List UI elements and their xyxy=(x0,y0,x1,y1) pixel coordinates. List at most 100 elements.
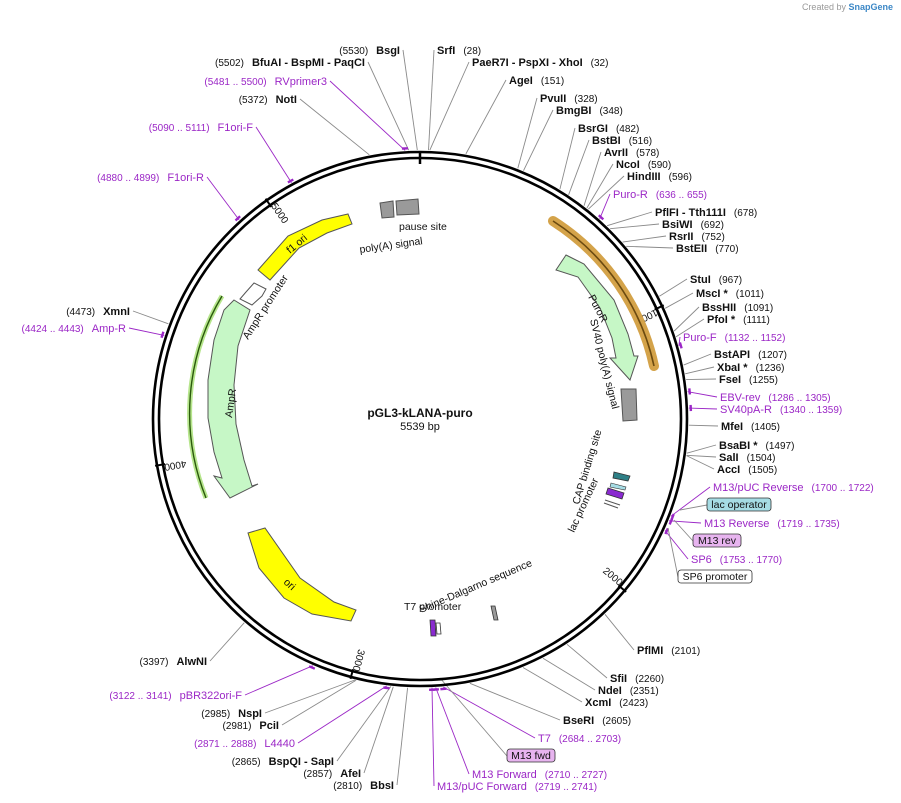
ori-arrow[interactable] xyxy=(247,527,357,622)
primer-name: SV40pA-R xyxy=(720,404,772,416)
primer-label-f1orif[interactable]: (5090 .. 5111)F1ori-F xyxy=(149,122,254,134)
boxed-feature-lac-operator[interactable]: lac operator xyxy=(706,497,772,512)
puror-arrow[interactable] xyxy=(555,254,639,381)
boxed-feature-m13-fwd[interactable]: M13 fwd xyxy=(506,748,556,763)
site-label-srfi[interactable]: SrfI(28) xyxy=(437,45,481,57)
site-label-ncoi[interactable]: NcoI(590) xyxy=(616,159,671,171)
primer-label-f1orir[interactable]: (4880 .. 4899)F1ori-R xyxy=(97,172,204,184)
site-label-bsshii[interactable]: BssHII(1091) xyxy=(702,302,773,314)
pause-site-box[interactable] xyxy=(395,198,420,216)
site-label-bspqi[interactable]: (2865)BspQI - SapI xyxy=(232,756,334,768)
primer-label-ampr[interactable]: (4424 .. 4443)Amp-R xyxy=(22,323,127,335)
primer-label-m13puc[interactable]: M13/pUC Reverse(1700 .. 1722) xyxy=(713,482,874,494)
site-label-ndei[interactable]: NdeI(2351) xyxy=(598,685,659,697)
site-label-alwni[interactable]: (3397)AlwNI xyxy=(140,656,207,668)
site-label-nspi[interactable]: (2985)NspI xyxy=(201,708,262,720)
site-label-bfuai[interactable]: (5502)BfuAI - BspMI - PaqCI xyxy=(215,57,365,69)
boxed-feature-bg xyxy=(692,533,742,548)
site-label-xbai[interactable]: XbaI *(1236) xyxy=(717,362,784,374)
boxed-feature-sp6-promoter[interactable]: SP6 promoter xyxy=(677,569,753,584)
site-label-acci[interactable]: AccI(1505) xyxy=(717,464,777,476)
site-label-pfoi[interactable]: PfoI *(1111) xyxy=(707,314,770,326)
site-label-msci[interactable]: MscI *(1011) xyxy=(696,288,764,300)
site-label-noti[interactable]: (5372)NotI xyxy=(239,94,297,106)
primer-label-m13[interactable]: M13 Reverse(1719 .. 1735) xyxy=(704,518,840,530)
site-label-stui[interactable]: StuI(967) xyxy=(690,274,742,286)
site-label-afei[interactable]: (2857)AfeI xyxy=(303,768,361,780)
boxed-feature-m13-rev[interactable]: M13 rev xyxy=(692,533,742,548)
primer-label-t7[interactable]: T7(2684 .. 2703) xyxy=(538,733,621,745)
f1-ori-arrow[interactable] xyxy=(257,213,353,281)
primer-label-sv40par[interactable]: SV40pA-R(1340 .. 1359) xyxy=(720,404,842,416)
site-position: (328) xyxy=(574,94,597,105)
site-leader-line xyxy=(132,310,169,325)
site-label-sfii[interactable]: SfiI(2260) xyxy=(610,673,664,685)
site-label-xmni[interactable]: (4473)XmnI xyxy=(66,306,130,318)
primer-label-sp6[interactable]: SP6(1753 .. 1770) xyxy=(691,554,782,566)
site-label-bbsi[interactable]: (2810)BbsI xyxy=(333,780,394,792)
sv40-polya-box[interactable] xyxy=(620,388,638,422)
primer-label-l4440[interactable]: (2871 .. 2888)L4440 xyxy=(194,738,295,750)
site-label-avrii[interactable]: AvrII(578) xyxy=(604,147,659,159)
site-label-pflmi[interactable]: PflMI(2101) xyxy=(637,645,700,657)
site-label-bstapi[interactable]: BstAPI(1207) xyxy=(714,349,787,361)
site-label-bsgi[interactable]: (5530)BsgI xyxy=(339,45,400,57)
site-position: (1111) xyxy=(743,315,770,326)
primer-label-ebvrev[interactable]: EBV-rev(1286 .. 1305) xyxy=(720,392,831,404)
enzyme-name: HindIII xyxy=(627,171,661,183)
primer-range: (2871 .. 2888) xyxy=(194,739,256,750)
site-label-bsteii[interactable]: BstEII(770) xyxy=(676,243,739,255)
site-label-sali[interactable]: SalI(1504) xyxy=(719,452,775,464)
site-label-rsrii[interactable]: RsrII(752) xyxy=(669,231,725,243)
enzyme-name: PaeR7I - PspXI - XhoI xyxy=(472,57,583,69)
site-position: (578) xyxy=(636,148,659,159)
site-label-bsabi[interactable]: BsaBI *(1497) xyxy=(719,440,794,452)
site-label-bsiwi[interactable]: BsiWI(692) xyxy=(662,219,724,231)
primer-leader-line xyxy=(329,80,406,151)
primer-label-pbr322orif[interactable]: (3122 .. 3141)pBR322ori-F xyxy=(109,690,242,702)
boxed-feature-text: M13 rev xyxy=(698,535,737,547)
site-label-bmgbi[interactable]: BmgBI(348) xyxy=(556,105,623,117)
site-label-hindiii[interactable]: HindIII(596) xyxy=(627,171,692,183)
ampr-arrow[interactable] xyxy=(207,299,259,499)
site-label-fsei[interactable]: FseI(1255) xyxy=(719,374,778,386)
site-label-bsrgi[interactable]: BsrGI(482) xyxy=(578,123,639,135)
site-label-bstbi[interactable]: BstBI(516) xyxy=(592,135,652,147)
ampr-promoter-arrow[interactable] xyxy=(239,282,267,306)
site-label-paer7i[interactable]: PaeR7I - PspXI - XhoI(32) xyxy=(472,57,608,69)
primer-label-purof[interactable]: Puro-F(1132 .. 1152) xyxy=(683,332,785,344)
site-label-pvuii[interactable]: PvuII(328) xyxy=(540,93,598,105)
site-label-agei[interactable]: AgeI(151) xyxy=(509,75,564,87)
site-label-pcii[interactable]: (2981)PciI xyxy=(223,720,279,732)
t7-promoter-box[interactable] xyxy=(429,619,437,637)
enzyme-name: BsiWI xyxy=(662,219,693,231)
polya-signal-box[interactable] xyxy=(379,200,395,219)
primer-label-m13puc[interactable]: M13/pUC Forward(2719 .. 2741) xyxy=(437,781,597,793)
puror-highlight-line xyxy=(552,220,655,367)
primer-leader-line xyxy=(670,486,711,517)
shine-dalgarno-box[interactable] xyxy=(490,605,499,621)
primer-label-m13[interactable]: M13 Forward(2710 .. 2727) xyxy=(472,769,607,781)
enzyme-name: BssHII xyxy=(702,302,736,314)
primer-range: (1753 .. 1770) xyxy=(720,555,782,566)
primer-label-puror[interactable]: Puro-R(636 .. 655) xyxy=(613,189,707,201)
enzyme-name: AfeI xyxy=(340,768,361,780)
lac-detail-line-1 xyxy=(604,499,621,506)
primer-range: (3122 .. 3141) xyxy=(109,691,171,702)
site-label-xcmi[interactable]: XcmI(2423) xyxy=(585,697,648,709)
site-leader-line xyxy=(429,61,470,151)
site-label-mfei[interactable]: MfeI(1405) xyxy=(721,421,780,433)
site-label-bseri[interactable]: BseRI(2605) xyxy=(563,715,631,727)
plasmid-size: 5539 bp xyxy=(400,421,440,433)
site-position: (348) xyxy=(599,106,622,117)
site-leader-line xyxy=(587,175,625,210)
primer-leader-line xyxy=(443,686,536,739)
site-label-pflfi[interactable]: PflFI - Tth111I(678) xyxy=(655,207,757,219)
site-leader-line xyxy=(396,687,409,786)
primer-name: RVprimer3 xyxy=(275,76,327,88)
lac-promoter-box[interactable] xyxy=(605,487,625,500)
primer-range: (5090 .. 5111) xyxy=(149,123,210,134)
primer-label-rvprimer3[interactable]: (5481 .. 5500)RVprimer3 xyxy=(204,76,327,88)
cap-binding-box[interactable] xyxy=(612,471,631,482)
enzyme-name: AlwNI xyxy=(176,656,207,668)
